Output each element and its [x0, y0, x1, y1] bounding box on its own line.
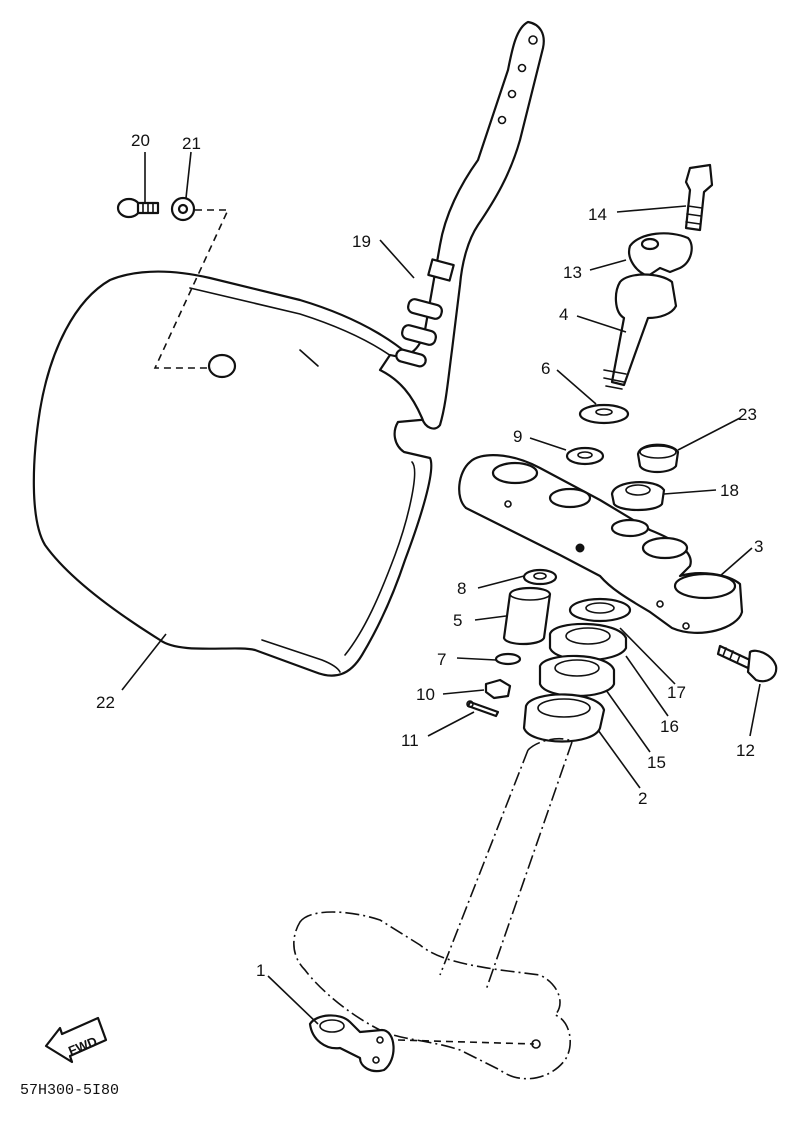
callout-23: 23	[738, 405, 757, 424]
callout-22: 22	[96, 693, 115, 712]
part-18-nut	[610, 481, 666, 512]
part-7-washer	[494, 652, 522, 666]
callout-3: 3	[754, 537, 763, 556]
part-12-pinch-bolt	[716, 644, 778, 683]
part-21-washer	[170, 196, 196, 222]
callout-16: 16	[660, 717, 679, 736]
part-8-washer	[522, 568, 558, 586]
part-9-seal	[565, 446, 605, 466]
fwd-arrow-badge: FWD	[44, 1016, 108, 1064]
callout-14: 14	[588, 205, 607, 224]
callout-6: 6	[541, 359, 550, 378]
part-15-bearing	[538, 654, 616, 698]
callout-7: 7	[437, 650, 446, 669]
callout-9: 9	[513, 427, 522, 446]
part-6-washer	[578, 403, 630, 425]
part-17-bearing-race	[568, 597, 632, 623]
callout-12: 12	[736, 741, 755, 760]
part-20-bolt	[116, 197, 160, 219]
callout-1: 1	[256, 961, 265, 980]
part-2-bearing	[522, 693, 606, 743]
callout-17: 17	[667, 683, 686, 702]
part-3-upper-bracket	[458, 454, 744, 634]
leader-lines	[121, 151, 761, 1025]
callout-20: 20	[131, 131, 150, 150]
part-22-number-plate	[32, 270, 437, 677]
callout-19: 19	[352, 232, 371, 251]
part-10-nut	[484, 678, 512, 700]
callout-8: 8	[457, 579, 466, 598]
callout-18: 18	[720, 481, 739, 500]
part-16-seal	[548, 622, 628, 662]
drawing-code: 57H300-5I80	[20, 1082, 119, 1099]
callout-15: 15	[647, 753, 666, 772]
callout-10: 10	[416, 685, 435, 704]
callout-11: 11	[401, 731, 419, 750]
part-19-bracket	[378, 20, 545, 430]
part-14-bolt	[684, 163, 714, 232]
part-5-collar	[502, 586, 552, 646]
callout-13: 13	[563, 263, 582, 282]
part-11-cotter-pin	[466, 700, 500, 718]
callout-2: 2	[638, 789, 647, 808]
callout-5: 5	[453, 611, 462, 630]
part-23-cap	[636, 443, 680, 474]
callout-21: 21	[182, 134, 201, 153]
part-1-under-bracket	[293, 737, 573, 1080]
callout-4: 4	[559, 305, 568, 324]
part-4-handlebar-holder	[603, 273, 678, 390]
callout-labels: 20 21 19 14 13 4 6 9 23 18 3 8 5 7 10 11…	[96, 131, 763, 980]
part-13-holder-cap	[628, 232, 693, 278]
